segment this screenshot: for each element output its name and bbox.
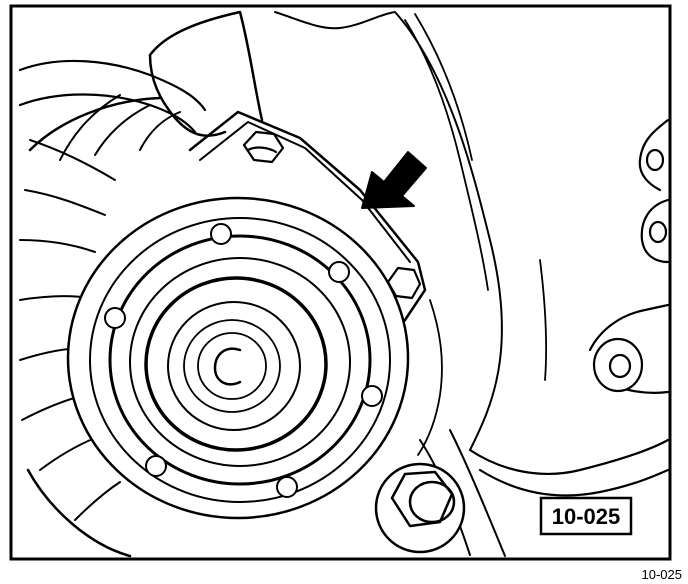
housing-outline-upper — [274, 11, 503, 451]
pulley — [66, 196, 410, 520]
right-bracket — [588, 118, 670, 394]
pulley-bolt-holes — [104, 223, 383, 498]
pointer-arrow — [361, 151, 427, 209]
fan-shroud-arc — [26, 96, 162, 558]
figure-label-box: 10-025 — [539, 496, 633, 536]
housing-outline-top — [148, 10, 264, 137]
upper-bolt — [242, 130, 285, 164]
lower-bolt — [374, 462, 466, 554]
housing-outline-inner — [404, 13, 489, 291]
figure-frame — [9, 4, 672, 561]
bracket-plate — [188, 110, 427, 342]
mount-arm-left — [18, 59, 207, 134]
figure-label-text: 10-025 — [552, 504, 621, 529]
housing-contour — [417, 259, 548, 456]
bracket-plate-edge — [199, 121, 411, 263]
figure-caption: 10-025 — [641, 567, 682, 582]
housing-flange — [468, 438, 670, 497]
